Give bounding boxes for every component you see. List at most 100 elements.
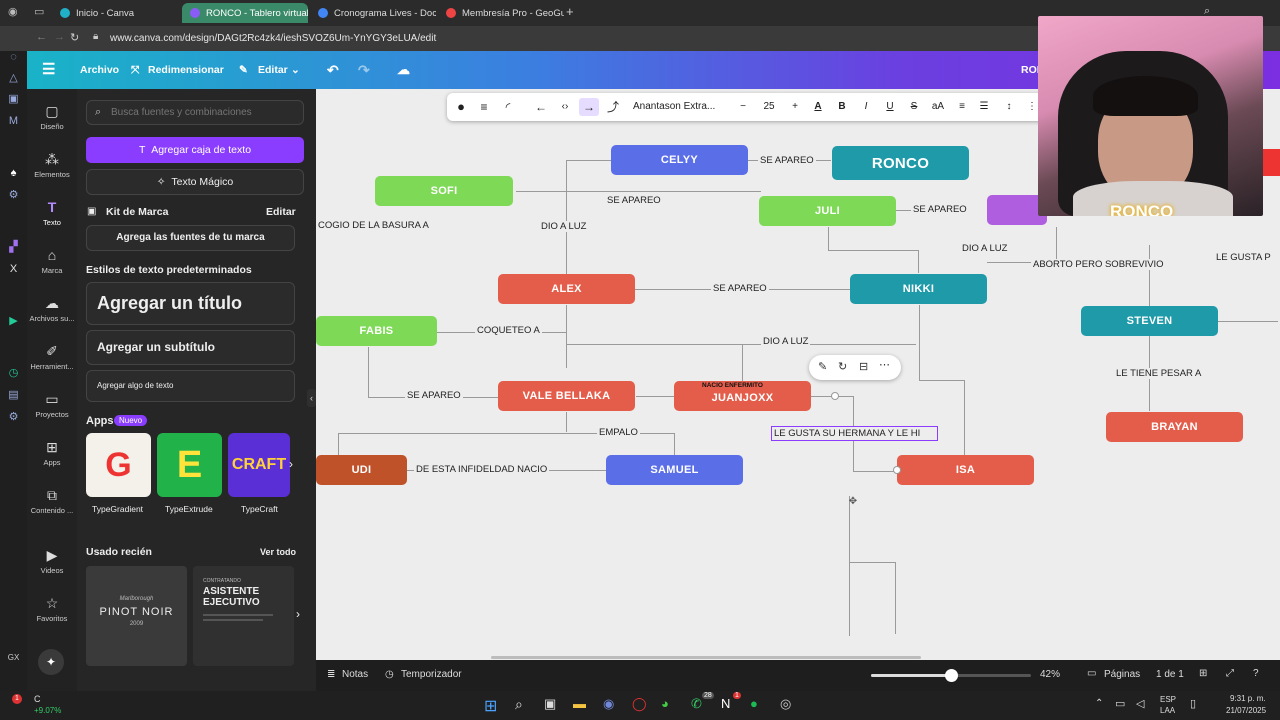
horizontal-scrollbar[interactable] bbox=[491, 656, 921, 659]
chevron-down-icon[interactable]: ⌄ bbox=[291, 64, 300, 76]
edge-label[interactable]: DIO A LUZ bbox=[539, 221, 589, 232]
connector-handle[interactable] bbox=[893, 466, 901, 474]
rail-elementos[interactable]: ⁂Elementos bbox=[27, 151, 77, 179]
network-icon[interactable]: ▭ bbox=[1115, 698, 1126, 710]
settings-icon[interactable]: ⚙ bbox=[8, 411, 19, 423]
site-info-icon[interactable]: 🔒︎ bbox=[93, 31, 99, 42]
edge-label[interactable]: DE ESTA INFIDELDAD NACIO bbox=[414, 464, 550, 475]
app-icon[interactable]: △ bbox=[9, 72, 18, 84]
tab-ronco[interactable]: RONCO - Tablero virtual bbox=[182, 3, 308, 23]
app-icon[interactable]: ▤ bbox=[8, 389, 19, 401]
widget-value[interactable]: +9.07% bbox=[34, 706, 62, 715]
text-color-icon[interactable]: A bbox=[814, 101, 822, 112]
tab-grid-icon[interactable]: ▭ bbox=[34, 6, 45, 18]
font-size-decrease[interactable]: − bbox=[740, 101, 746, 112]
app-icon[interactable]: ♠ bbox=[10, 167, 17, 179]
rail-diseno[interactable]: ▢Diseño bbox=[27, 103, 77, 131]
move-icon[interactable]: ✥ bbox=[848, 496, 858, 507]
zoom-value[interactable]: 42% bbox=[1040, 669, 1061, 680]
editing-textbox[interactable]: LE GUSTA SU HERMANA Y LE HI bbox=[771, 426, 938, 441]
archivo-button[interactable]: Archivo bbox=[80, 64, 120, 76]
redimensionar-button[interactable]: Redimensionar bbox=[148, 64, 224, 76]
volume-icon[interactable]: ◁ bbox=[1136, 698, 1145, 710]
node-nikki[interactable]: NIKKI bbox=[850, 274, 987, 304]
node-juanjoxx[interactable]: JUANJOXX bbox=[674, 381, 811, 411]
edge-label[interactable]: EMPALO bbox=[597, 427, 640, 438]
notion-icon[interactable]: N bbox=[721, 696, 731, 711]
rail-contenido[interactable]: ⧉Contenido ... bbox=[27, 487, 77, 515]
more-icon[interactable]: ⋮ bbox=[1027, 101, 1037, 112]
node-celyy[interactable]: CELYY bbox=[611, 145, 748, 175]
typecraft-tile[interactable]: CRAFT bbox=[228, 433, 290, 497]
back-icon[interactable]: ← bbox=[36, 31, 47, 43]
code-icon[interactable]: ‹› bbox=[561, 101, 569, 112]
collapse-panel-handle[interactable]: ‹ bbox=[307, 389, 316, 407]
edge-label[interactable]: COQUETEO A bbox=[475, 325, 542, 336]
align-icon[interactable]: ≡ bbox=[959, 101, 965, 112]
lock-icon[interactable]: ⊟ bbox=[859, 361, 869, 373]
add-title-button[interactable]: Agregar un título bbox=[86, 282, 295, 325]
chevron-right-icon[interactable]: › bbox=[289, 457, 293, 471]
hamburger-icon[interactable]: ☰ bbox=[42, 61, 56, 78]
brand-fonts-button[interactable]: Agrega las fuentes de tu marca bbox=[86, 225, 295, 251]
x-icon[interactable]: X bbox=[9, 263, 18, 275]
opera-icon[interactable]: ◯ bbox=[632, 696, 647, 711]
node-steven[interactable]: STEVEN bbox=[1081, 306, 1218, 336]
search-icon[interactable]: ⌕ bbox=[515, 696, 523, 712]
font-size-increase[interactable]: + bbox=[792, 101, 798, 112]
rail-proyectos[interactable]: ▭Proyectos bbox=[27, 391, 77, 419]
edge-label[interactable]: SE APAREO bbox=[405, 390, 463, 401]
tab-cronograma[interactable]: Cronograma Lives - Docs bbox=[310, 3, 436, 23]
arrow-right-icon[interactable]: → bbox=[579, 98, 599, 116]
rail-herramientas[interactable]: ✐Herramient... bbox=[27, 343, 77, 371]
edge-label[interactable]: NACIO ENFERMITO bbox=[702, 382, 763, 389]
url-field[interactable]: www.canva.com/design/DAGt2Rc4zk4/ieshSVO… bbox=[110, 33, 437, 44]
editar-button[interactable]: Editar bbox=[258, 64, 288, 76]
zoom-slider[interactable] bbox=[871, 669, 1031, 682]
language-indicator-2[interactable]: LAA bbox=[1160, 706, 1176, 715]
node-fabis[interactable]: FABIS bbox=[316, 316, 437, 346]
font-size-input[interactable]: 25 bbox=[763, 101, 775, 112]
recent-template-2[interactable]: CONTRATANDO ASISTENTE EJECUTIVO bbox=[193, 566, 294, 666]
chrome-icon[interactable]: ◕ bbox=[661, 696, 669, 711]
underline-icon[interactable]: U bbox=[886, 101, 894, 112]
reload-icon[interactable]: ↻ bbox=[70, 32, 80, 44]
notes-icon[interactable]: ≣ bbox=[327, 669, 336, 680]
italic-icon[interactable]: I bbox=[864, 101, 868, 112]
edge-label[interactable]: SE APAREO bbox=[911, 204, 969, 215]
cloud-icon[interactable]: ☁ bbox=[397, 62, 410, 77]
rail-archivos[interactable]: ☁Archivos su... bbox=[27, 295, 77, 323]
undo-icon[interactable]: ↶ bbox=[327, 62, 339, 78]
clock-time[interactable]: 9:31 p. m. bbox=[1230, 694, 1266, 703]
node-juli[interactable]: JULI bbox=[759, 196, 896, 226]
language-indicator[interactable]: ESP bbox=[1160, 695, 1177, 704]
edge-label[interactable]: SE APAREO bbox=[605, 195, 663, 206]
list-icon[interactable]: ☰ bbox=[979, 101, 989, 112]
profile-icon[interactable]: ◉ bbox=[8, 6, 18, 18]
new-tab-button[interactable]: + bbox=[566, 4, 574, 19]
file-explorer-icon[interactable]: ▬ bbox=[573, 696, 586, 711]
app-icon[interactable]: ◌ bbox=[10, 51, 17, 63]
battery-icon[interactable]: ▯ bbox=[1190, 698, 1197, 710]
line-weight-icon[interactable]: ≡ bbox=[480, 100, 488, 114]
strikethrough-icon[interactable]: S bbox=[910, 101, 918, 112]
app-icon[interactable]: ▣ bbox=[8, 93, 19, 105]
paginas-button[interactable]: Páginas bbox=[1104, 669, 1141, 680]
arrow-left-icon[interactable]: ← bbox=[535, 100, 547, 114]
redo-icon[interactable]: ↷ bbox=[358, 62, 370, 78]
clock-date[interactable]: 21/07/2025 bbox=[1226, 706, 1267, 715]
pages-icon[interactable]: ▭ bbox=[1087, 668, 1097, 679]
discord-icon[interactable]: ◉ bbox=[603, 696, 615, 711]
magic-text-button[interactable]: ✧ Texto Mágico bbox=[86, 169, 304, 195]
connector-handle[interactable] bbox=[831, 392, 839, 400]
node-sofi[interactable]: SOFI bbox=[375, 176, 513, 206]
whatsapp-icon[interactable]: ✆ bbox=[691, 696, 702, 711]
magic-icon[interactable]: ✦ bbox=[38, 649, 64, 675]
magic-edit-icon[interactable]: ✎ bbox=[818, 361, 828, 373]
edge-label[interactable]: DIO A LUZ bbox=[761, 336, 811, 347]
settings-icon[interactable]: ⚙ bbox=[8, 189, 19, 201]
edge-label[interactable]: LE TIENE PESAR A bbox=[1114, 368, 1204, 379]
notas-button[interactable]: Notas bbox=[342, 669, 369, 680]
spotify-icon[interactable]: ● bbox=[750, 696, 758, 711]
